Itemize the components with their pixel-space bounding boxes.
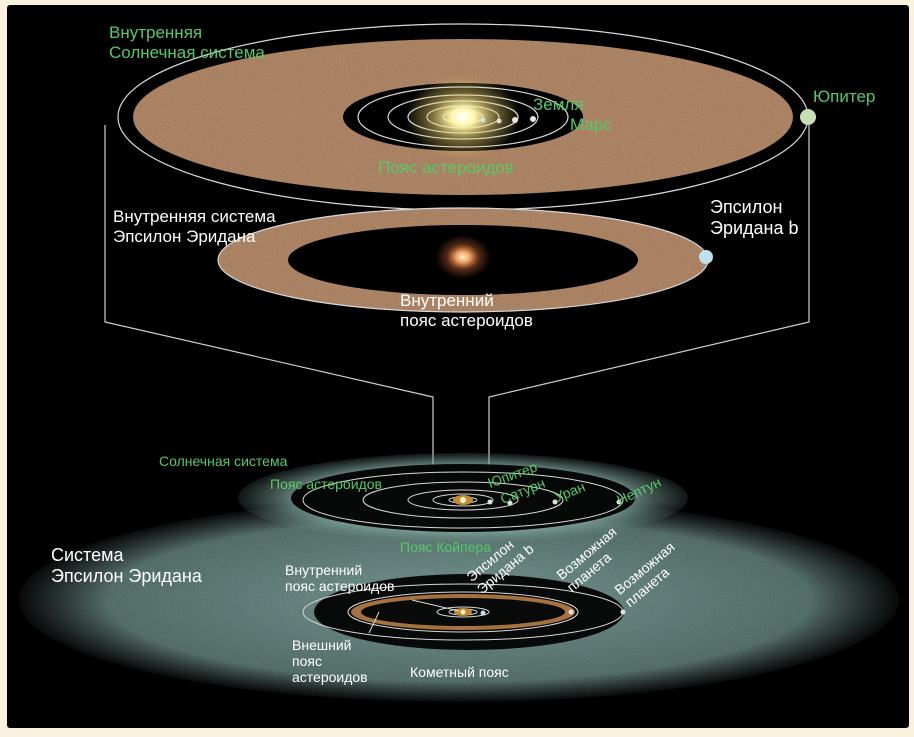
orbit-diagram [7, 5, 909, 728]
comet-belt-label: Кометный пояс [410, 664, 509, 680]
eps-b-top-label: Эпсилон Эридана b [710, 197, 799, 238]
diagram-panel: Внутренняя Солнечная система Земля Марс … [7, 5, 909, 728]
inner-asteroid-belt-top-label: Внутренний пояс астероидов [400, 291, 533, 330]
inner-solar-system-label: Внутренняя Солнечная система [109, 23, 265, 62]
eps-system-label: Система Эпсилон Эридана [51, 545, 202, 586]
inner-asteroid-belt-bottom-label: Внутренний пояс астероидов [285, 562, 395, 595]
jupiter-top-label: Юпитер [813, 87, 876, 106]
asteroid-belt-mid-label: Пояс астероидов [270, 476, 382, 492]
kuiper-belt-label: Пояс Койпера [400, 539, 492, 555]
eps-eridani-orbits [7, 5, 909, 728]
solar-system-label: Солнечная система [159, 453, 288, 469]
asteroid-belt-top-label: Пояс астероидов [378, 158, 514, 177]
mars-label: Марс [570, 115, 612, 134]
outer-asteroid-belt-label: Внешний пояс астероидов [292, 637, 368, 686]
earth-label: Земля [533, 95, 584, 114]
inner-eps-system-label: Внутренняя система Эпсилон Эридана [113, 207, 276, 246]
